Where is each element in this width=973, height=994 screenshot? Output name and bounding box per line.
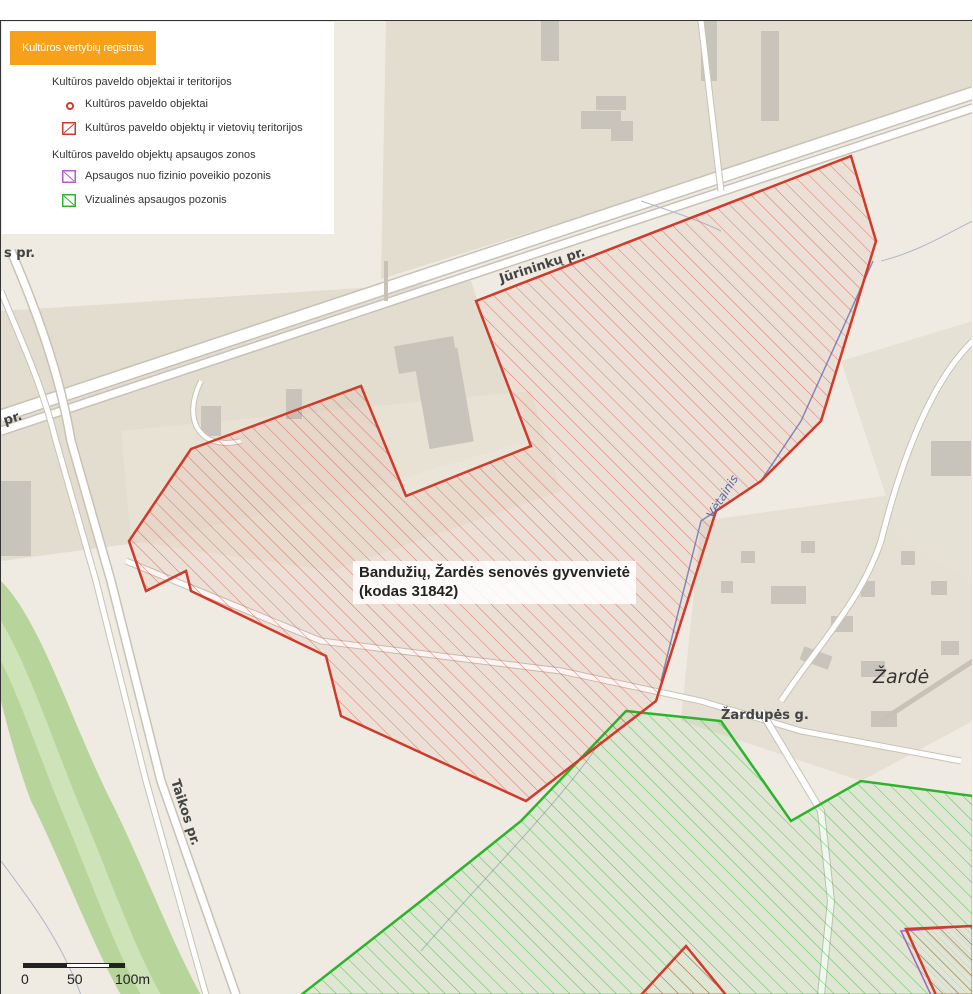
visual-protection-zone-fill <box>302 711 972 994</box>
street-label-zardupes: Žardupės g. <box>721 707 809 723</box>
legend-group-heritage: Kultūros paveldo objektai ir teritorijos <box>52 76 232 88</box>
scale-label-100: 100m <box>115 971 151 987</box>
scale-segment-1 <box>23 963 67 968</box>
heritage-territory-main[interactable] <box>127 154 878 803</box>
green-area <box>1 581 201 994</box>
heritage-object-icon <box>66 102 74 110</box>
scale-label-50: 50 <box>67 971 83 987</box>
heritage-territory-icon <box>62 122 76 135</box>
feature-code: (kodas 31842) <box>359 583 459 600</box>
physical-zone-icon <box>62 170 76 183</box>
scale-bar: 0 50 100m <box>19 945 159 987</box>
legend-title[interactable]: Kultūros vertybių registras <box>10 31 156 65</box>
map-legend: Kultūros vertybių registras Kultūros pav… <box>2 22 334 234</box>
buildings <box>1 21 971 727</box>
feature-name: Bandužių, Žardės senovės gyvenvietė <box>359 564 630 581</box>
street-label-left-top: s pr. <box>4 246 35 261</box>
scale-label-0: 0 <box>21 971 29 987</box>
scale-segment-2 <box>66 963 110 968</box>
legend-item-objects: Kultūros paveldo objektai <box>85 98 208 110</box>
heritage-territory-fill <box>129 156 876 801</box>
street-label-left-mid: pr. <box>2 409 25 429</box>
heritage-territory-small-2[interactable] <box>904 924 972 994</box>
feature-label: Bandužių, Žardės senovės gyvenvietė (kod… <box>353 561 636 604</box>
visual-protection-zone[interactable] <box>300 709 972 994</box>
map-canvas[interactable]: Jūrininkų pr. Taikos pr. Žardupės g. s p… <box>1 21 972 994</box>
map-view[interactable]: Jūrininkų pr. Taikos pr. Žardupės g. s p… <box>0 20 972 994</box>
legend-item-visual: Vizualinės apsaugos pozonis <box>85 194 227 206</box>
scale-segment-3 <box>109 963 125 968</box>
place-label-zarde: Žardė <box>872 665 929 688</box>
legend-group-zones: Kultūros paveldo objektų apsaugos zonos <box>52 149 256 161</box>
visual-zone-icon <box>62 194 76 207</box>
legend-item-physical: Apsaugos nuo fizinio poveikio pozonis <box>85 170 271 182</box>
legend-item-territories: Kultūros paveldo objektų ir vietovių ter… <box>85 122 303 134</box>
heritage-territory-small-1[interactable] <box>640 944 727 994</box>
